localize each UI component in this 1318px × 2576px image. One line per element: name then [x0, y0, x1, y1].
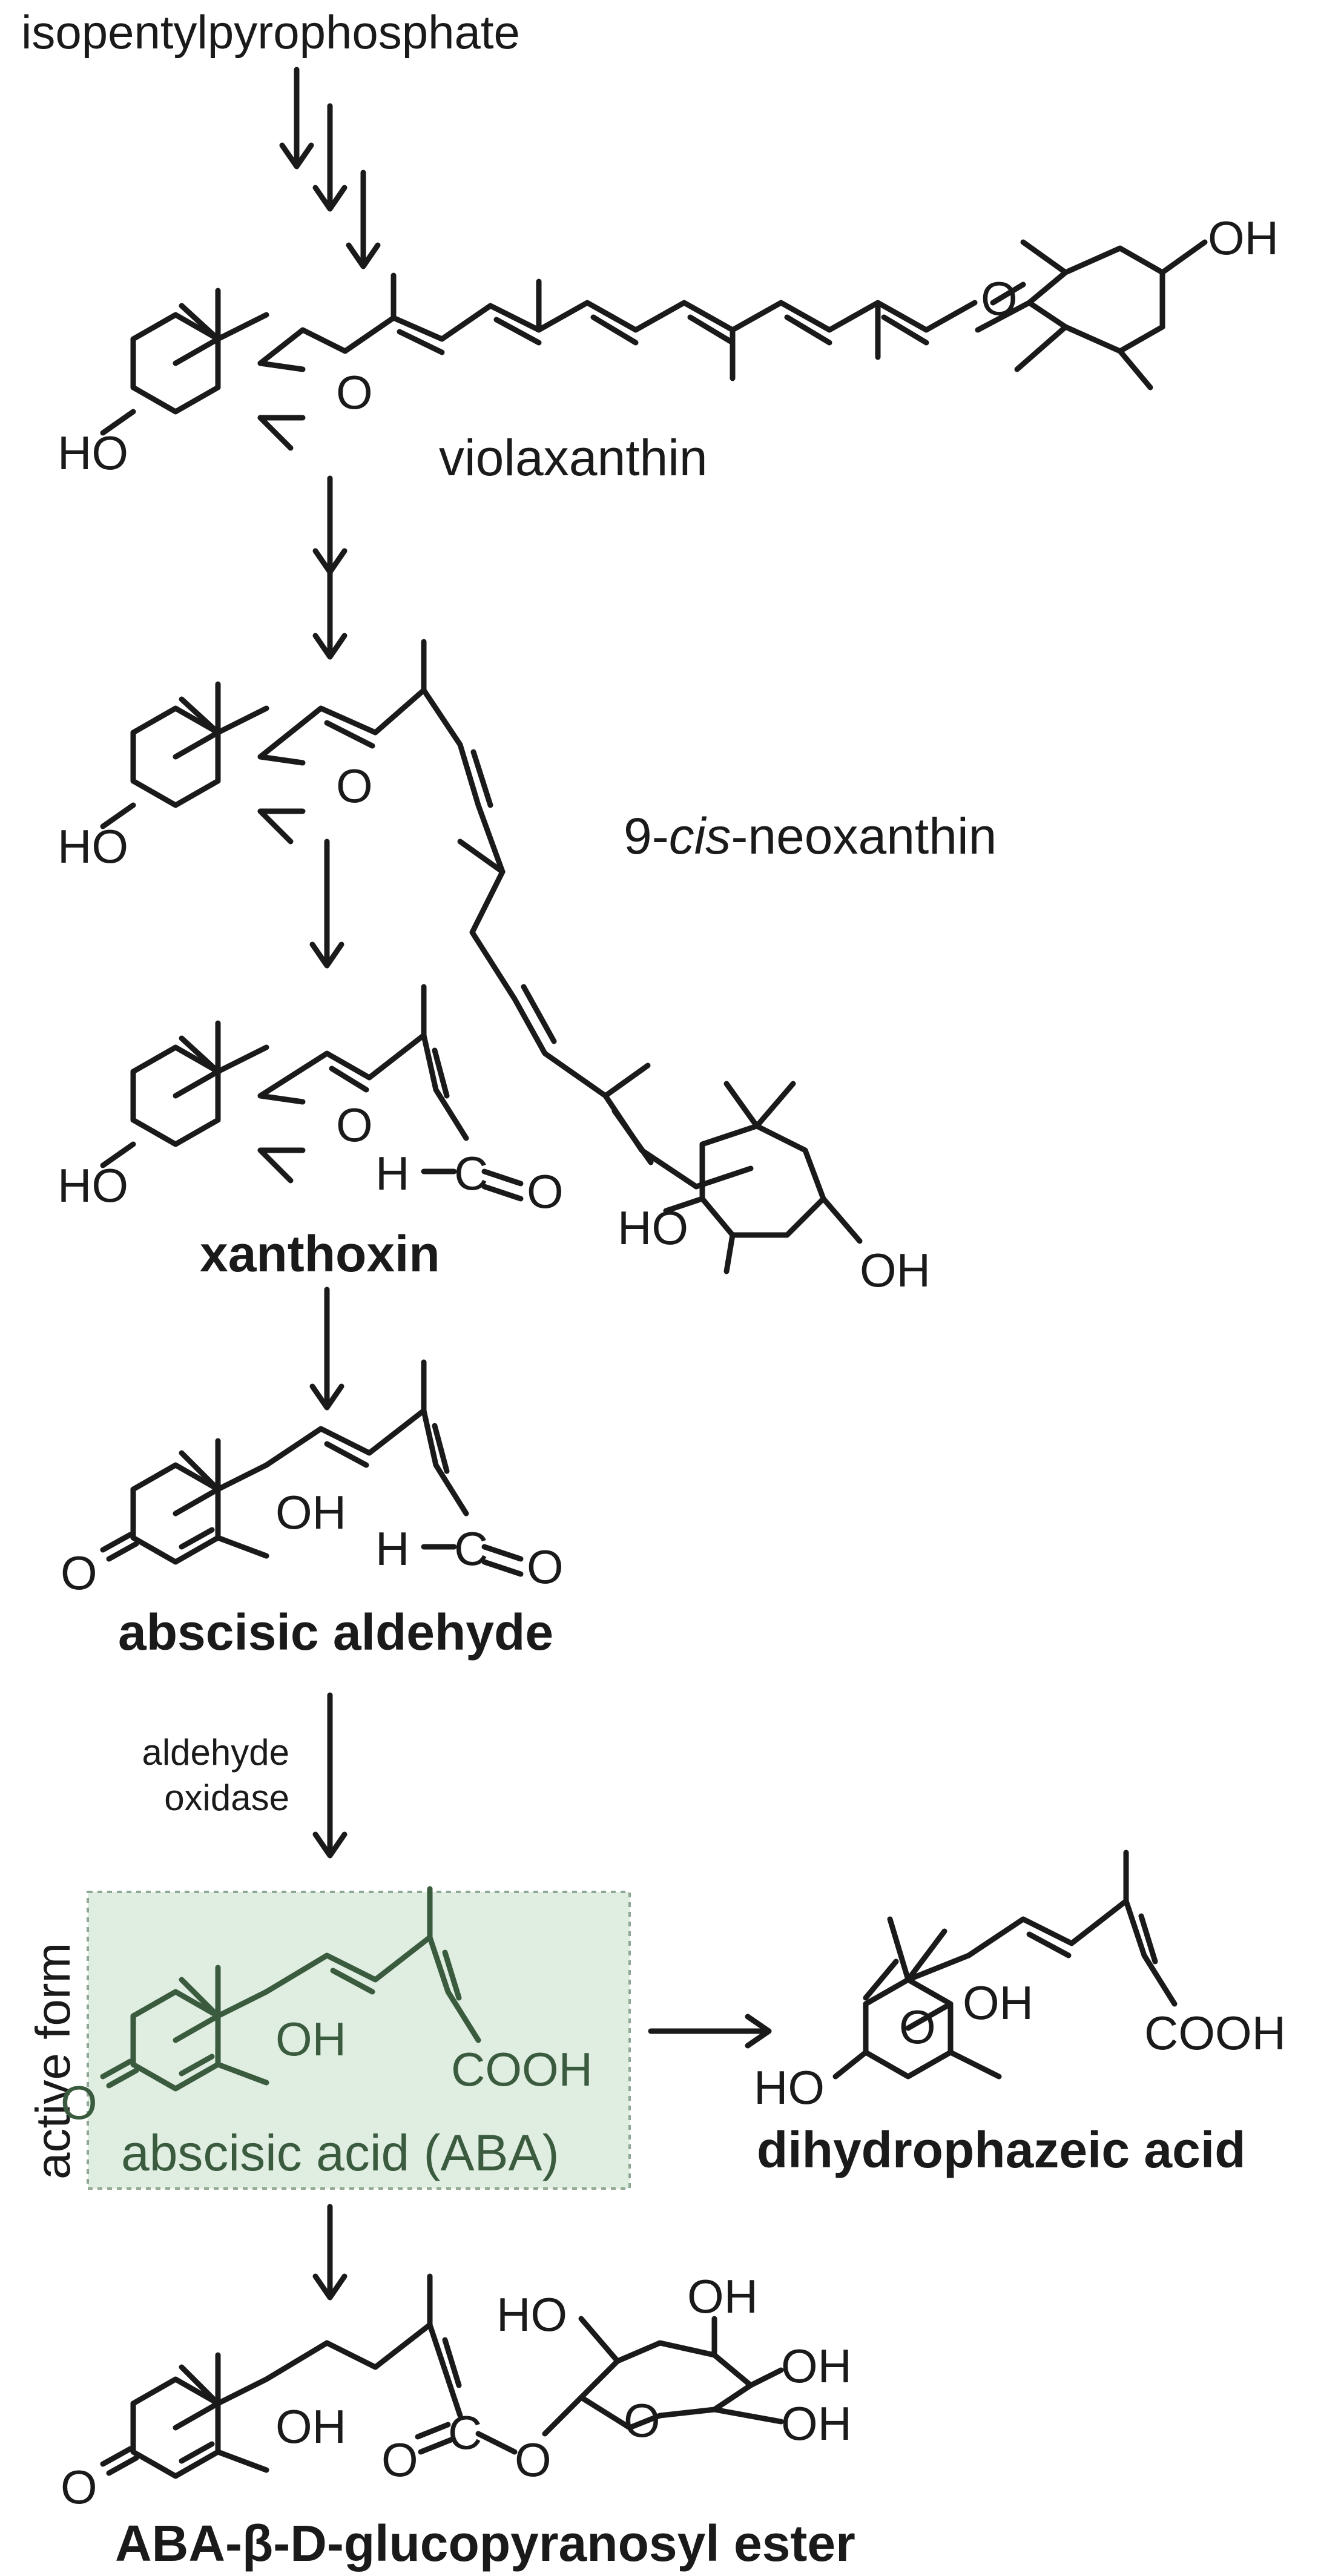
glucosyl-ester-c: C [448, 2406, 482, 2459]
violaxanthin-epoxide-o-right: O [981, 272, 1018, 325]
dihydrophazeic-ho: HO [754, 2061, 825, 2114]
arrow-to-abscisic-aldehyde [309, 1286, 344, 1411]
dihydrophazeic-ether-o: O [899, 2000, 936, 2054]
enzyme-label-line2: oxidase [164, 1777, 289, 1818]
xanthoxin-label: xanthoxin [200, 1225, 440, 1282]
xanthoxin-h: H [375, 1147, 409, 1200]
glucosyl-ester-ester-o: O [515, 2433, 552, 2486]
abscisic-aldehyde-o: O [527, 1540, 564, 1593]
neoxanthin-label: 9-cis-neoxanthin [624, 808, 997, 865]
glucose-oh-2: OH [781, 2339, 852, 2393]
dihydrophazeic-acid-structure [832, 1850, 1178, 2080]
multistep-arrows [279, 67, 381, 269]
abscisic-aldehyde-h: H [375, 1522, 409, 1575]
dihydrophazeic-oh: OH [963, 1976, 1033, 2029]
abscisic-aldehyde-structure [100, 1359, 524, 1577]
neoxanthin-oh-right: OH [860, 1244, 931, 1297]
neoxanthin-epoxide-o: O [336, 759, 373, 812]
aba-oh: OH [275, 2012, 346, 2066]
xanthoxin-epoxide-o: O [336, 1098, 373, 1151]
abscisic-aldehyde-keto-o: O [61, 1546, 97, 1599]
xanthoxin-c: C [454, 1147, 488, 1200]
glucosyl-ester-label: ABA-β-D-glucopyranosyl ester [115, 2515, 855, 2572]
glucose-ho-1: HO [496, 2288, 567, 2341]
aba-structure [100, 1886, 481, 2092]
abscisic-aldehyde-c: C [454, 1522, 488, 1575]
violaxanthin-label: violaxanthin [439, 429, 708, 486]
violaxanthin-structure [100, 239, 1208, 451]
violaxanthin-epoxide-o: O [336, 366, 373, 419]
aba-glucosyl-ester-structure [100, 2273, 784, 2479]
arrow-to-dihydrophazeic [648, 2014, 772, 2049]
arrows-to-neoxanthin [312, 475, 348, 660]
aba-label: abscisic acid (ABA) [121, 2124, 559, 2181]
neoxanthin-ho-right: HO [618, 1201, 688, 1254]
glucose-oh-3: OH [781, 2397, 852, 2450]
glucose-ring-o: O [624, 2394, 661, 2447]
aba-keto-o: O [61, 2076, 97, 2129]
arrow-to-xanthoxin [309, 838, 344, 969]
enzyme-label-line1: aldehyde [142, 1732, 289, 1773]
arrow-aldehyde-oxidase [312, 1692, 348, 1859]
neoxanthin-structure [100, 639, 863, 1274]
xanthoxin-structure [100, 984, 524, 1202]
violaxanthin-oh: OH [1208, 211, 1279, 265]
abscisic-aldehyde-label: abscisic aldehyde [118, 1604, 553, 1661]
dihydrophazeic-label: dihydrophazeic acid [757, 2121, 1246, 2178]
arrow-to-glucosyl-ester [312, 2204, 348, 2301]
violaxanthin-ho: HO [58, 426, 128, 479]
isopentylpyrophosphate-label: isopentylpyrophosphate [21, 5, 520, 59]
glucosyl-ester-aba-oh: OH [275, 2400, 346, 2453]
glucosyl-ester-carbonyl-o: O [381, 2433, 418, 2486]
glucose-oh-1: OH [687, 2270, 758, 2323]
xanthoxin-ho: HO [58, 1159, 128, 1212]
abscisic-aldehyde-oh: OH [275, 1486, 346, 1539]
xanthoxin-o: O [527, 1165, 564, 1218]
neoxanthin-ho: HO [58, 820, 128, 873]
active-form-label: active form [26, 1943, 80, 2179]
aba-cooh: COOH [451, 2043, 593, 2096]
glucosyl-ester-keto-o: O [61, 2460, 97, 2514]
dihydrophazeic-cooh: COOH [1144, 2006, 1286, 2060]
